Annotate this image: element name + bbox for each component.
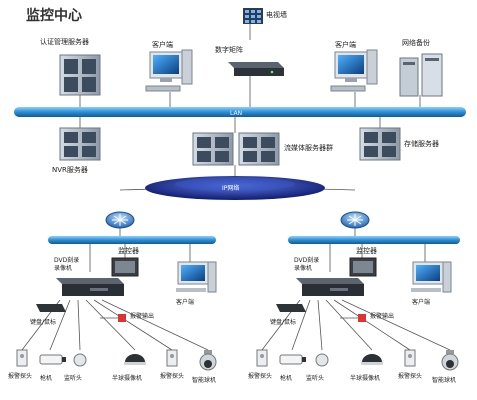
client-right-label: 客户端 (335, 40, 356, 49)
left-client-label: 客户端 (176, 298, 194, 306)
right-alarm-probe2-label: 报警探头 (398, 372, 422, 380)
nvr-server-label: NVR服务器 (52, 165, 88, 174)
right-alarm-probe-icon (256, 349, 268, 367)
right-alarm-probe-label: 报警探头 (248, 372, 272, 380)
left-alarm-probe2-label: 报警探头 (160, 372, 184, 380)
lan-label: LAN (230, 110, 242, 117)
router-left-icon (105, 211, 135, 229)
right-monitor-label: 监控器 (356, 246, 377, 255)
right-dvd-label: DVD刻录 (294, 256, 319, 264)
left-gun-camera-label: 枪机 (40, 374, 52, 382)
left-gun-camera-icon (39, 354, 66, 365)
right-alarm-out-label: 报警输出 (370, 312, 394, 320)
right-listen-head-icon (315, 353, 329, 367)
digital-matrix-label: 数字矩阵 (215, 45, 243, 54)
left-monitor-label: 监控器 (118, 246, 139, 255)
right-client-label: 客户端 (412, 298, 430, 306)
left-client-icon (176, 261, 217, 293)
left-half-dome-label: 半球摄像机 (112, 374, 142, 382)
auth-server-label: 认证管理服务器 (40, 37, 89, 46)
left-listen-head-icon (73, 353, 87, 367)
tv-wall-icon (243, 8, 263, 24)
left-listen-head-label: 监听头 (64, 374, 82, 382)
left-keyboard-label: 键盘/鼠标 (30, 318, 56, 326)
network-backup-label: 网络备份 (402, 38, 430, 47)
left-alarm-probe2-icon (166, 349, 178, 367)
right-smart-dome-label: 智能球机 (432, 376, 456, 384)
right-recorder-label: 录像机 (294, 264, 312, 272)
ip-network-cloud-icon (145, 176, 325, 200)
network-backup-icon (399, 53, 443, 97)
left-branch-bus (48, 236, 216, 244)
right-gun-camera-label: 枪机 (280, 374, 292, 382)
left-smart-dome-camera-icon (199, 350, 217, 371)
right-keyboard-label: 键盘/鼠标 (270, 318, 296, 326)
right-branch-links (261, 244, 451, 351)
right-smart-dome-camera-icon (441, 350, 459, 371)
right-branch-bus (288, 236, 460, 244)
media-server-cluster-icon (192, 132, 280, 166)
client-right-icon (330, 49, 378, 92)
page-title: 监控中心 (26, 7, 82, 24)
nvr-server-icon (59, 127, 101, 161)
right-keyboard-icon (276, 304, 306, 312)
left-smart-dome-label: 智能球机 (192, 376, 216, 384)
tv-wall-label: 电视墙 (266, 10, 287, 19)
left-dvr-icon (56, 278, 124, 296)
left-monitor-icon (111, 257, 139, 277)
right-half-dome-label: 半球摄像机 (350, 374, 380, 382)
right-alarm-out-icon (358, 314, 366, 322)
left-half-dome-camera-icon (124, 354, 146, 365)
router-right-icon (340, 211, 370, 229)
left-dvd-label: DVD刻录 (54, 256, 79, 264)
media-server-label: 流媒体服务器群 (284, 143, 333, 152)
storage-server-label: 存储服务器 (404, 139, 439, 148)
left-alarm-probe-label: 报警探头 (8, 372, 32, 380)
left-keyboard-icon (36, 304, 66, 312)
right-listen-head-label: 监听头 (306, 374, 324, 382)
left-alarm-probe-icon (16, 349, 28, 367)
client-left-icon (145, 49, 193, 92)
storage-server-icon (359, 127, 401, 161)
client-left-label: 客户端 (152, 40, 173, 49)
right-dvr-icon (296, 278, 364, 296)
left-recorder-label: 录像机 (54, 264, 72, 272)
right-gun-camera-icon (279, 354, 306, 365)
digital-matrix-icon (228, 62, 284, 76)
right-half-dome-camera-icon (361, 354, 383, 365)
right-monitor-icon (349, 257, 377, 277)
left-alarm-out-label: 报警输出 (130, 312, 154, 320)
right-alarm-probe2-icon (404, 349, 416, 367)
right-client-icon (411, 261, 452, 293)
lan-bus (14, 107, 466, 117)
auth-server-icon (59, 54, 101, 96)
left-alarm-out-icon (118, 314, 126, 322)
ip-network-label: IP网络 (222, 184, 239, 192)
